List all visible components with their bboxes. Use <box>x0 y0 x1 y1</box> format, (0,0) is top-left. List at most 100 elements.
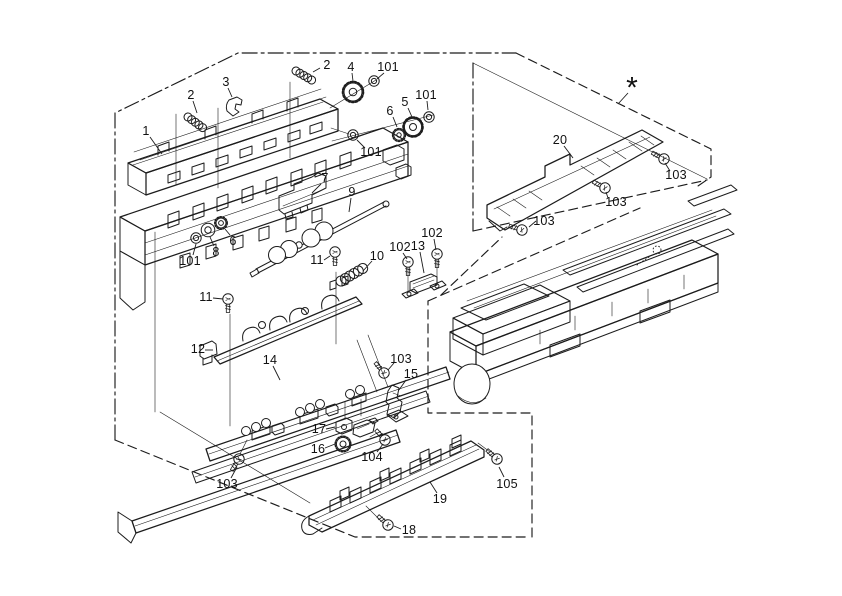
part-11-screw <box>222 293 234 313</box>
part-callout-103: 103 <box>390 352 412 366</box>
part-12-guide-plate <box>199 275 363 366</box>
reference-marker-asterisk: * <box>626 72 638 105</box>
assembly-guide-lines <box>154 79 491 521</box>
part-callout-103: 103 <box>533 214 555 228</box>
part-callout-20: 20 <box>553 133 567 147</box>
callout-leader <box>387 362 395 371</box>
callout-leader <box>563 145 574 159</box>
part-9-shaft <box>249 200 390 278</box>
part-callout-11: 11 <box>199 290 212 304</box>
callout-leader <box>402 252 408 260</box>
part-10-spring <box>335 263 369 287</box>
part-103-screw <box>649 147 672 167</box>
reference-unit <box>449 184 738 405</box>
part-callout-19: 19 <box>433 492 447 506</box>
part-callout-102: 102 <box>389 240 411 254</box>
part-8-roller <box>200 222 216 238</box>
part-3-clip <box>225 96 243 117</box>
callout-leader <box>149 136 163 155</box>
part-callout-105: 105 <box>496 477 518 491</box>
callout-leader <box>426 100 429 111</box>
callout-leader <box>325 426 336 430</box>
callout-leader <box>272 365 281 381</box>
callout-leader <box>311 183 322 194</box>
part-callout-101: 101 <box>415 88 437 102</box>
part-11-screw <box>329 246 341 266</box>
part-callout-103: 103 <box>605 195 627 209</box>
callout-leader <box>429 481 438 494</box>
callout-leader <box>528 220 537 228</box>
part-callout-3: 3 <box>222 75 229 89</box>
callout-leader <box>227 87 233 98</box>
callout-leader <box>192 243 197 256</box>
roller-bar <box>191 385 431 484</box>
part-callout-103: 103 <box>665 168 687 182</box>
callout-leader <box>212 297 224 300</box>
part-callout-101: 101 <box>360 145 382 159</box>
part-callout-6: 6 <box>386 104 393 118</box>
callout-leader <box>376 72 385 80</box>
part-15-lever <box>385 384 409 423</box>
callout-leader <box>664 162 671 172</box>
part-16-knob <box>334 435 352 453</box>
callout-leader <box>617 92 629 105</box>
bottom-frame-bar <box>117 429 401 544</box>
part-callout-11: 11 <box>310 253 323 267</box>
part-4-gear <box>341 80 365 104</box>
part-20-panel <box>486 129 664 232</box>
part-17-latch <box>335 417 379 438</box>
view-boundary-lines <box>114 52 712 538</box>
part-6-gear <box>214 216 228 230</box>
part-callout-1: 1 <box>142 124 149 138</box>
part-callout-102: 102 <box>421 226 443 240</box>
part-callout-2: 2 <box>323 58 330 72</box>
part-7-bracket <box>278 172 327 220</box>
part-19-comb-plate <box>301 434 485 535</box>
callout-leader <box>433 238 437 251</box>
callout-leader <box>498 466 505 478</box>
callout-leader <box>192 100 198 114</box>
callout-leader <box>312 67 321 73</box>
part-callout-13: 13 <box>411 239 425 253</box>
callout-leader <box>407 107 413 118</box>
part-18-screw <box>373 511 396 533</box>
part-103-screw <box>590 176 613 196</box>
part-callout-6: 6 <box>229 234 236 248</box>
callout-leader <box>230 466 238 479</box>
chassis-plate <box>119 127 412 311</box>
part-callout-4: 4 <box>347 60 354 74</box>
callout-leader <box>398 379 407 391</box>
callout-leader <box>209 236 215 247</box>
part-callout-7: 7 <box>321 171 328 185</box>
part-callout-16: 16 <box>311 442 325 456</box>
part-2-spring <box>290 65 318 86</box>
part-callout-8: 8 <box>212 245 219 259</box>
part-callout-101: 101 <box>179 254 201 268</box>
callout-leader <box>419 251 425 274</box>
callout-leader <box>324 443 336 449</box>
part-callout-9: 9 <box>348 185 355 199</box>
callout-leader <box>348 197 352 213</box>
part-callout-2: 2 <box>187 88 194 102</box>
part-callout-17: 17 <box>312 422 326 436</box>
part-callout-103: 103 <box>216 477 238 491</box>
part-callout-10: 10 <box>370 249 384 263</box>
callout-leader <box>605 191 609 199</box>
callout-leader <box>323 255 331 261</box>
part-callout-12: 12 <box>191 342 205 356</box>
callout-leader <box>393 525 402 530</box>
part-callout-101: 101 <box>377 60 399 74</box>
callout-leader <box>356 139 366 149</box>
part-callout-15: 15 <box>404 367 418 381</box>
part-callout-14: 14 <box>263 353 277 367</box>
part-callout-5: 5 <box>401 95 408 109</box>
callout-leader <box>351 72 354 82</box>
callout-leader <box>224 228 231 236</box>
part-13-bracket <box>401 273 447 299</box>
part-5-gear <box>402 116 424 138</box>
part-callout-104: 104 <box>361 450 383 464</box>
callout-leader <box>362 260 373 272</box>
